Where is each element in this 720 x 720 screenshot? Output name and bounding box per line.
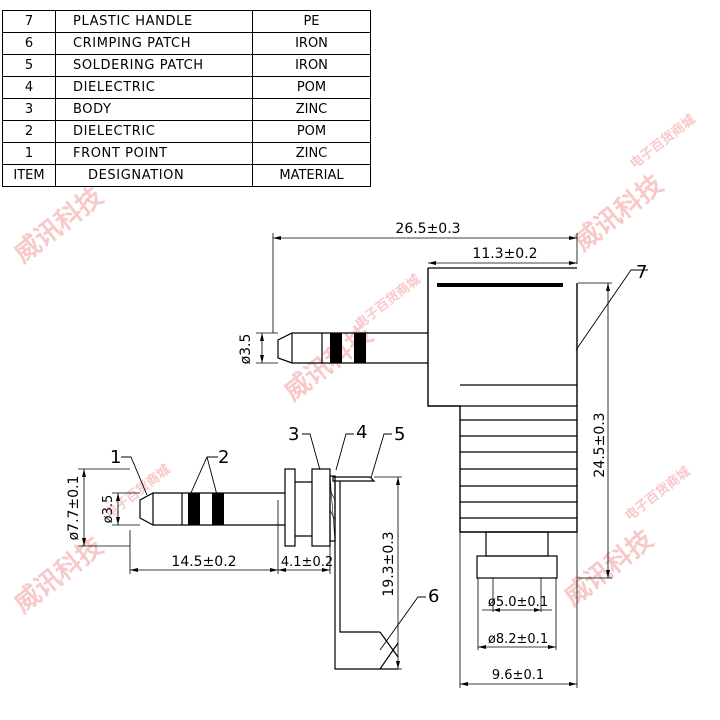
designation-cell: FRONT POINT — [55, 142, 253, 165]
dim-bottom-width: 9.6±0.1 — [492, 668, 544, 683]
watermark-sub: 电子百货商城 — [622, 464, 693, 525]
designation-cell: DIELECTRIC — [55, 76, 253, 99]
dim-handle-width: 11.3±0.2 — [472, 246, 537, 262]
side-view — [78, 433, 426, 670]
dim-plug-length: 14.5±0.2 — [171, 554, 236, 570]
dim-plug-dia-right: ø3.5 — [238, 334, 254, 365]
designation-cell: CRIMPING PATCH — [55, 32, 253, 55]
table-row: 7 PLASTIC HANDLE PE — [2, 10, 371, 33]
dim-inner-dia: ø5.0±0.1 — [488, 595, 548, 610]
dim-overall-length: 26.5±0.3 — [395, 221, 460, 237]
table-row: 5 SOLDERING PATCH IRON — [2, 54, 371, 77]
watermark-text: 威讯科技 — [568, 169, 669, 257]
dimension-labels: 26.5±0.3 11.3±0.2 ø3.5 24.5±0.3 ø5.0±0.1… — [66, 221, 608, 683]
table-header-row: ITEM DESIGNATION MATERIAL — [2, 164, 371, 187]
watermark-text: 威讯科技 — [558, 524, 659, 612]
callout-6: 6 — [428, 586, 439, 607]
header-designation: DESIGNATION — [55, 164, 253, 187]
parts-table: 7 PLASTIC HANDLE PE 6 CRIMPING PATCH IRO… — [2, 10, 371, 187]
callout-1: 1 — [110, 447, 121, 468]
material-cell: IRON — [252, 54, 371, 77]
table-row: 3 BODY ZINC — [2, 98, 371, 121]
dim-handle-height: 24.5±0.3 — [592, 412, 608, 477]
dim-patch-length: 19.3±0.3 — [381, 531, 397, 596]
watermark-text: 威讯科技 — [8, 181, 109, 269]
header-material: MATERIAL — [252, 164, 371, 187]
watermarks: 威讯科技 威讯科技 电子百货商城 威讯科技 电子百货商城 威讯科技 电子百货商城… — [8, 112, 698, 620]
watermark-text: 威讯科技 — [8, 531, 109, 619]
right-angle-view — [256, 233, 648, 688]
callout-4: 4 — [356, 422, 367, 443]
callout-labels: 1 2 3 4 5 6 7 — [110, 262, 647, 607]
watermark-sub: 电子百货商城 — [627, 112, 698, 173]
watermark-sub: 电子百货商城 — [352, 272, 423, 333]
table-row: 2 DIELECTRIC POM — [2, 120, 371, 143]
dim-body-length: 4.1±0.2 — [281, 555, 333, 570]
callout-3: 3 — [288, 424, 299, 445]
callout-5: 5 — [394, 424, 405, 445]
callout-7: 7 — [636, 262, 647, 283]
designation-cell: DIELECTRIC — [55, 120, 253, 143]
dim-plug-dia-left: ø3.5 — [101, 495, 116, 524]
dim-body-dia: ø7.7±0.1 — [66, 476, 82, 541]
callout-2: 2 — [218, 447, 229, 468]
header-item: ITEM — [2, 164, 56, 187]
table-row: 1 FRONT POINT ZINC — [2, 142, 371, 165]
dim-outer-dia: ø8.2±0.1 — [488, 632, 548, 647]
